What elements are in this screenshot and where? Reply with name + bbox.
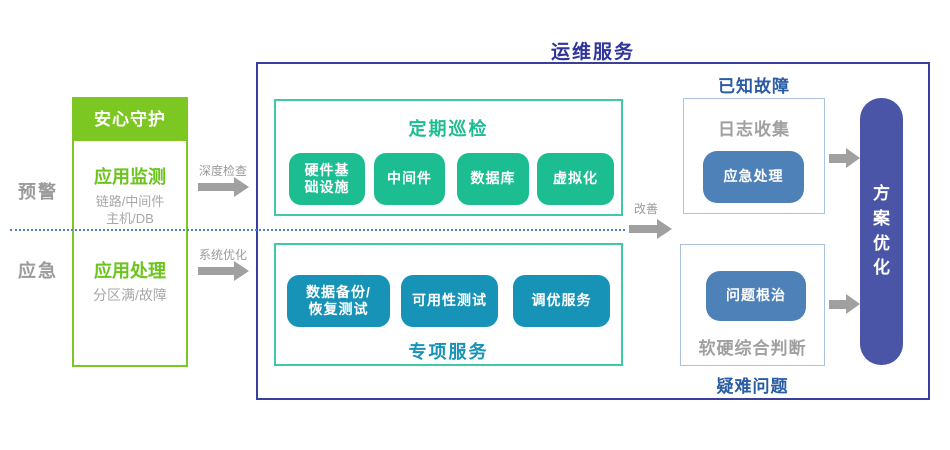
node-problem-eradication: 问题根治	[706, 271, 806, 321]
special-services-title: 专项服务	[408, 342, 489, 362]
result-pill-label: 方案优化	[873, 184, 890, 278]
handle-sub: 分区满/故障	[93, 287, 167, 303]
system-optimize-label: 系统优化	[199, 248, 248, 262]
result-pill: 方案优化	[860, 98, 903, 365]
difficult-issue-arrow-icon	[829, 294, 860, 314]
inspection-title: 定期巡检	[408, 119, 489, 139]
deep-check-label: 深度检查	[199, 164, 248, 178]
node-database: 数据库	[457, 153, 529, 205]
difficult-issue-title: 疑难问题	[716, 377, 789, 396]
service-box	[256, 62, 930, 400]
stage-label-emergency: 应急	[18, 261, 58, 281]
monitor-title: 应用监测	[94, 167, 166, 187]
improve-arrow-icon	[629, 219, 672, 239]
known-fault-title: 已知故障	[718, 77, 790, 96]
node-availability-test: 可用性测试	[401, 275, 498, 327]
known-fault-arrow-icon	[829, 148, 860, 168]
known-fault-box: 日志收集 应急处理	[683, 98, 825, 214]
system-optimize-arrow-icon	[198, 261, 249, 281]
deep-check-arrow-icon	[198, 177, 249, 197]
node-tuning-service: 调优服务	[513, 275, 610, 327]
node-hardware-infrastructure: 硬件基 础设施	[289, 153, 365, 205]
service-box-title: 运维服务	[550, 42, 635, 63]
node-backup-recovery-test: 数据备份/ 恢复测试	[287, 275, 390, 327]
log-collection-label: 日志收集	[718, 120, 790, 139]
dotted-divider	[10, 229, 625, 231]
difficult-issue-box: 问题根治 软硬综合判断	[680, 244, 825, 366]
comprehensive-judgment-label: 软硬综合判断	[698, 339, 807, 358]
node-middleware: 中间件	[374, 153, 445, 205]
stage-label-warning: 预警	[18, 182, 58, 202]
monitor-sub-1: 链路/中间件	[95, 194, 165, 209]
inspection-box: 定期巡检 硬件基 础设施 中间件 数据库 虚拟化	[274, 99, 623, 216]
special-services-box: 数据备份/ 恢复测试 可用性测试 调优服务 专项服务	[274, 243, 623, 366]
node-virtualization: 虚拟化	[537, 153, 614, 205]
monitor-sub-2: 主机/DB	[106, 211, 154, 226]
node-emergency-handling: 应急处理	[703, 151, 804, 203]
guard-box: 安心守护 应用监测 链路/中间件 主机/DB 应用处理 分区满/故障	[72, 97, 188, 367]
handle-title: 应用处理	[94, 261, 166, 281]
guard-box-header: 安心守护	[74, 99, 186, 141]
improve-label: 改善	[634, 202, 659, 216]
